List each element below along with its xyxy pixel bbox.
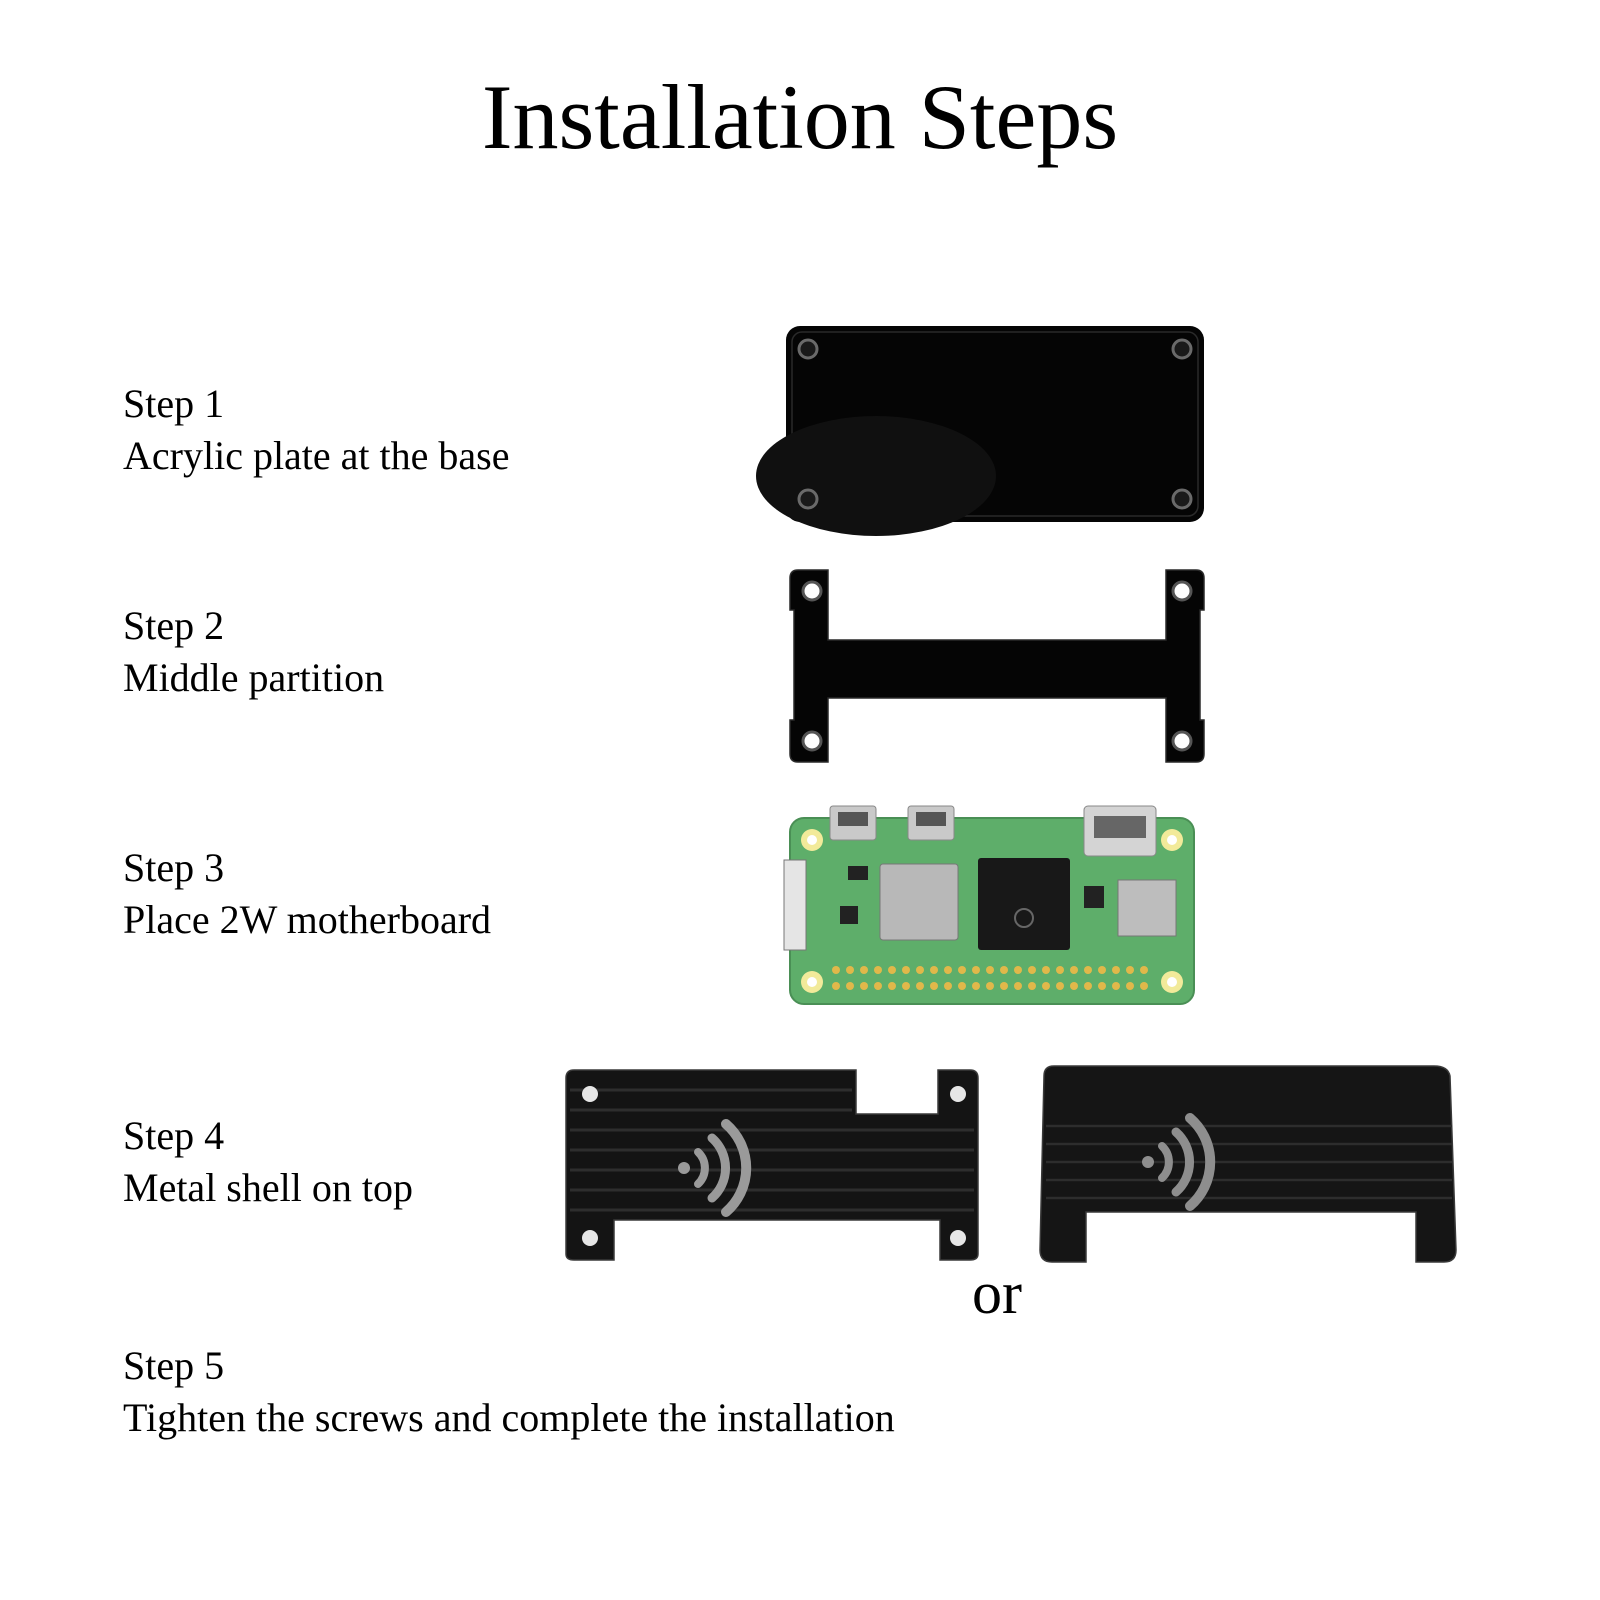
step-4-heading: Step 4 <box>123 1113 225 1158</box>
step-5-description: Tighten the screws and complete the inst… <box>123 1395 895 1440</box>
wifi-icon <box>1142 1113 1216 1211</box>
middle-partition-image <box>789 569 1205 763</box>
step-3: Step 3 Place 2W motherboard <box>123 842 491 946</box>
step-3-description: Place 2W motherboard <box>123 897 492 942</box>
metal-shell-option-b-image <box>1039 1065 1457 1263</box>
wifi-icon <box>678 1119 752 1217</box>
step-3-heading: Step 3 <box>123 845 225 890</box>
step-1-description: Acrylic plate at the base <box>123 433 510 478</box>
step-5-heading: Step 5 <box>123 1343 225 1388</box>
or-label: or <box>972 1260 1022 1326</box>
step-2: Step 2 Middle partition <box>123 600 384 704</box>
metal-shell-option-a-image <box>565 1069 979 1261</box>
step-1-heading: Step 1 <box>123 381 225 426</box>
page-title: Installation Steps <box>481 66 1119 168</box>
step-5: Step 5 Tighten the screws and complete t… <box>123 1340 895 1444</box>
acrylic-base-plate-image <box>756 326 1204 536</box>
step-4: Step 4 Metal shell on top <box>123 1110 413 1214</box>
step-2-heading: Step 2 <box>123 603 225 648</box>
step-1: Step 1 Acrylic plate at the base <box>123 378 509 482</box>
step-2-description: Middle partition <box>123 655 385 700</box>
motherboard-image <box>783 805 1195 1005</box>
step-4-description: Metal shell on top <box>123 1165 413 1210</box>
